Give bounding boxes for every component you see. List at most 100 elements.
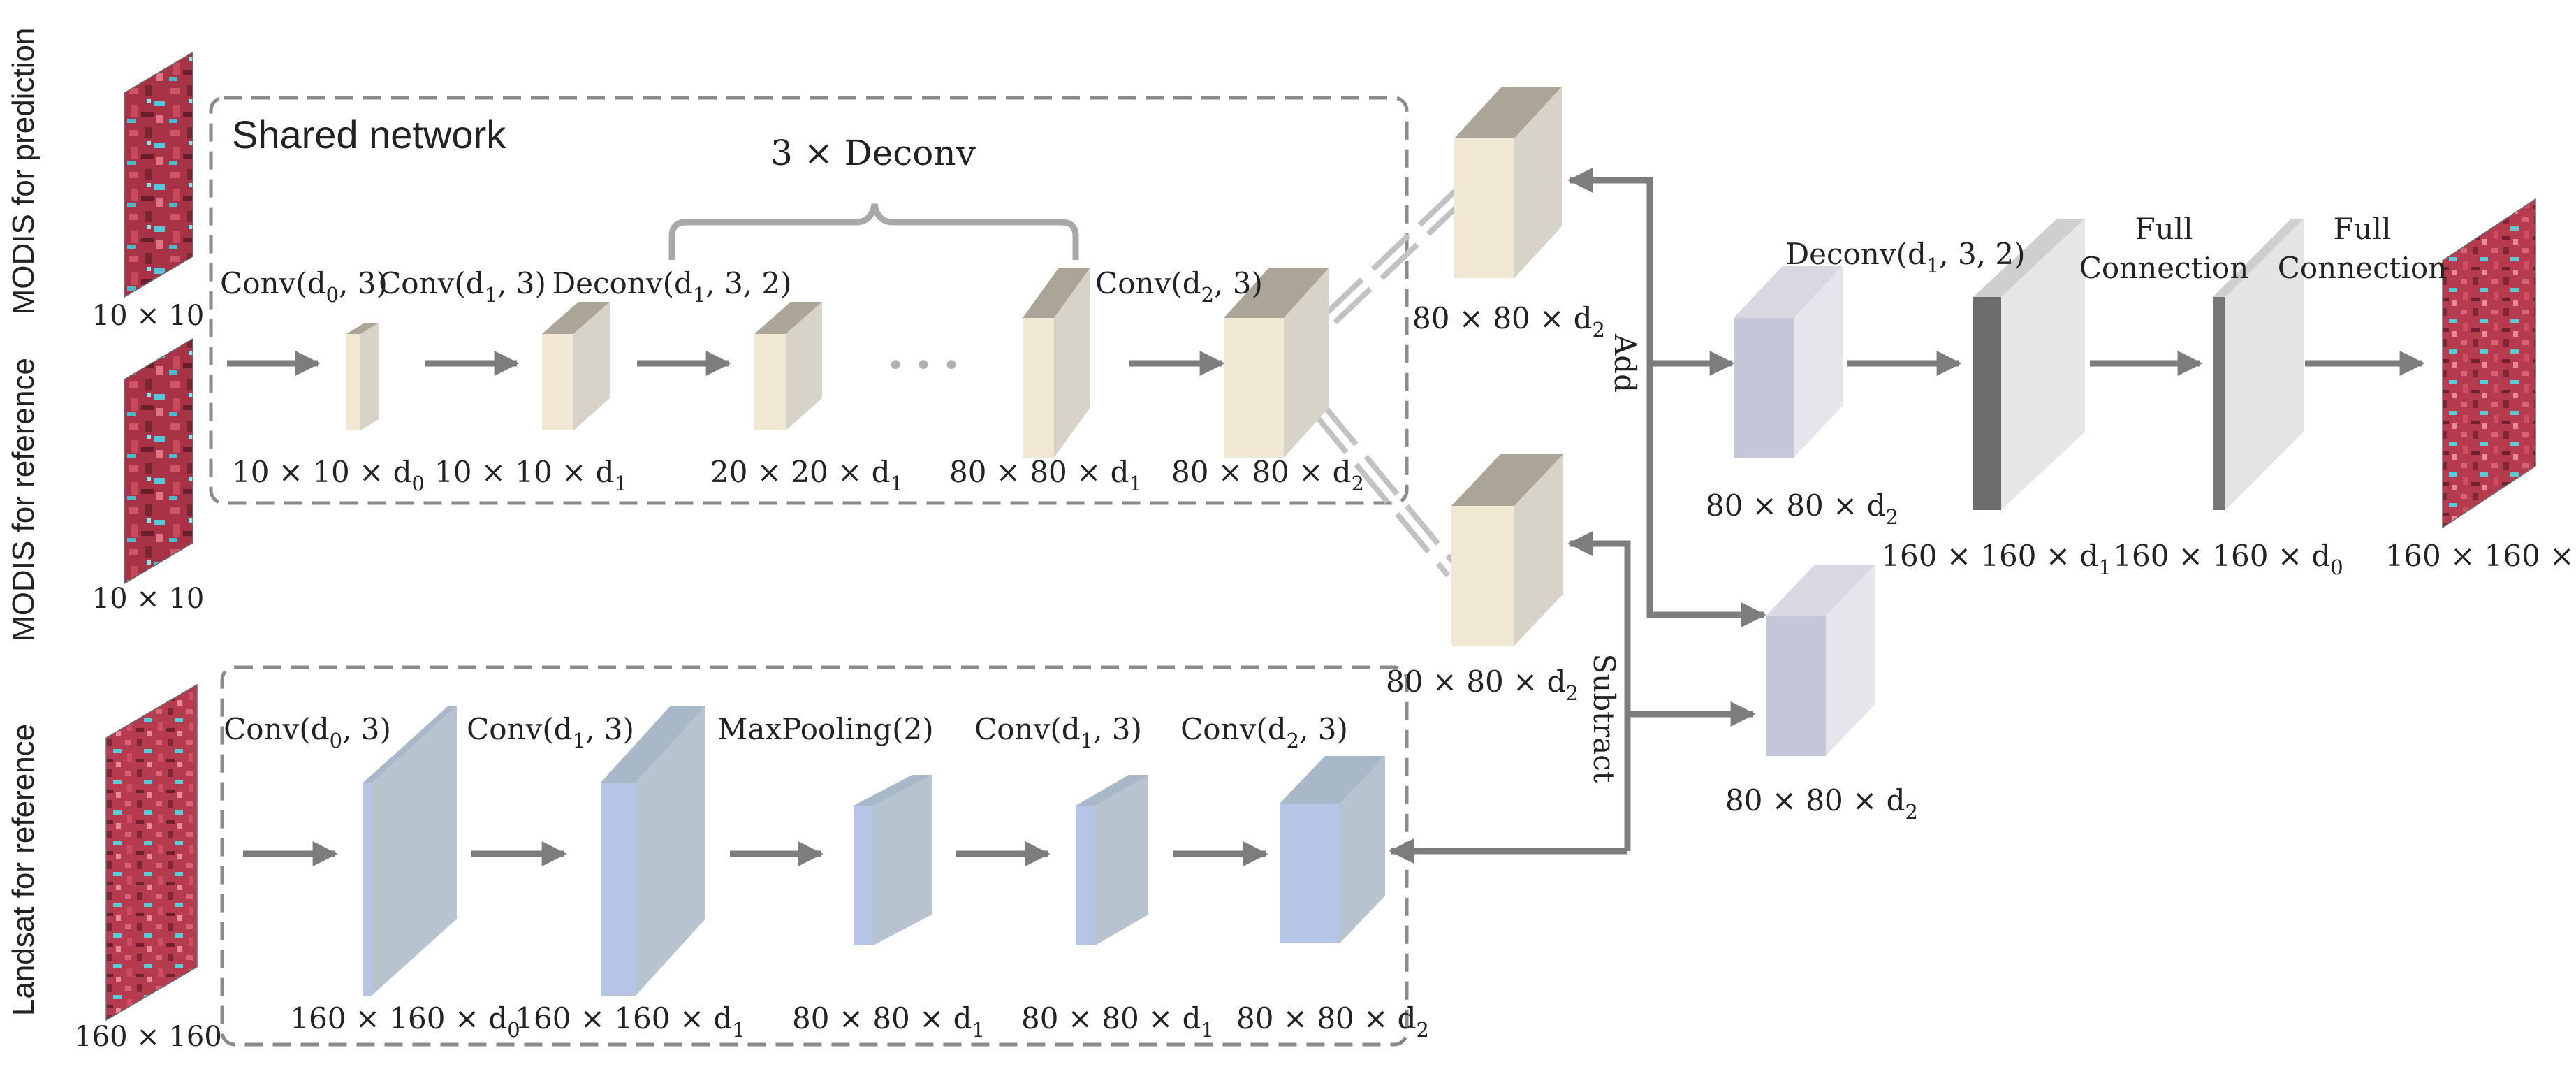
output-image <box>2442 198 2536 529</box>
head-dim-2: 160 × 160 × d0 <box>2113 539 2343 579</box>
subtract-label: Subtract <box>1587 653 1621 783</box>
landsat-dim-3: 80 × 80 × d1 <box>792 1001 985 1042</box>
shared-op-3: Deconv(d1, 3, 2) <box>552 266 791 307</box>
branch-block-lower <box>1451 454 1563 646</box>
landsat-block-5-side <box>1340 756 1385 943</box>
shared-dim-4: 80 × 80 × d1 <box>949 455 1142 495</box>
landsat-block-3-top <box>854 775 932 806</box>
shared-op-3-main: Deconv(d <box>552 266 692 300</box>
shared-dim-5: 80 × 80 × d2 <box>1171 455 1364 495</box>
landsat-reference-image-pixels <box>105 683 198 1022</box>
shared-block-1 <box>346 323 379 430</box>
head-dim-1-sub: 1 <box>2098 555 2111 579</box>
branch-link-lower-2 <box>1312 413 1451 578</box>
modis-prediction-size: 10 × 10 <box>92 300 205 332</box>
shared-block-3-front <box>754 334 786 430</box>
shared-op-2-sub: 1 <box>485 283 497 307</box>
ellipsis: • • • <box>886 348 960 384</box>
output-image-pixels <box>2442 198 2536 529</box>
shared-op-2-tail: , 3) <box>497 266 546 300</box>
head-dim-3-main: 160 × 160 × 1 <box>2385 539 2576 573</box>
landsat-dim-3-main: 80 × 80 × d <box>792 1001 972 1035</box>
merge-dim-1: 80 × 80 × d2 <box>1706 488 1898 529</box>
shared-block-5-side <box>1284 268 1329 458</box>
shared-dim-4-sub: 1 <box>1129 472 1142 495</box>
head-op-2-line1: Full <box>2135 212 2193 246</box>
landsat-dim-2-main: 160 × 160 × d <box>515 1001 732 1035</box>
landsat-block-2-front <box>601 783 636 996</box>
merge-dim-2: 80 × 80 × d2 <box>1725 783 1918 824</box>
head-block-deconv-side <box>2001 219 2085 510</box>
shared-block-3-top <box>754 302 822 334</box>
shared-block-3-side <box>786 302 822 430</box>
head-op-3-line1: Full <box>2333 212 2391 246</box>
landsat-block-1-front <box>363 783 372 996</box>
merge-block-add <box>1734 266 1843 458</box>
head-op-3-line2: Connection <box>2278 251 2447 285</box>
head-dim-2-main: 160 × 160 × d <box>2113 539 2330 573</box>
shared-op-3-tail: , 3, 2) <box>705 266 791 300</box>
landsat-dim-3-sub: 1 <box>972 1018 985 1042</box>
landsat-dim-1: 160 × 160 × d0 <box>290 1001 520 1042</box>
branch-block-lower-front <box>1451 506 1514 646</box>
branch-dim-1: 80 × 80 × d2 <box>1412 301 1605 342</box>
merge-dim-1-sub: 2 <box>1886 505 1898 529</box>
landsat-block-5-top <box>1280 756 1385 804</box>
branch-block-upper-top <box>1454 87 1562 138</box>
landsat-block-1-side <box>363 706 457 996</box>
shared-op-2-main: Conv(d <box>379 266 484 300</box>
head-op-1: Deconv(d1, 3, 2) <box>1785 237 2025 277</box>
shared-op-5-tail: , 3) <box>1214 266 1263 300</box>
shared-block-2-front <box>542 334 573 430</box>
merge-dim-2-main: 80 × 80 × d <box>1725 783 1905 817</box>
shared-block-4-front <box>1023 318 1054 458</box>
landsat-dim-2: 160 × 160 × d1 <box>515 1001 745 1042</box>
shared-op-1-main: Conv(d <box>220 266 325 300</box>
landsat-reference-label: Landsat for reference <box>6 724 41 1016</box>
landsat-reference-image <box>105 683 198 1022</box>
shared-block-2 <box>542 302 610 430</box>
deconv-group-label: 3 × Deconv <box>770 133 976 173</box>
branch-block-upper-front <box>1454 138 1514 278</box>
shared-block-4-side <box>1054 268 1090 458</box>
landsat-reference-size: 160 × 160 <box>74 1021 222 1053</box>
shared-op-3-sub: 1 <box>693 283 705 307</box>
landsat-op-3-main: MaxPooling(2) <box>717 712 933 746</box>
head-op-1-sub: 1 <box>1926 254 1939 277</box>
shared-op-1-sub: 0 <box>326 283 339 307</box>
branch-block-upper-side <box>1514 87 1562 278</box>
landsat-op-2-sub: 1 <box>573 729 585 753</box>
head-dim-1-main: 160 × 160 × d <box>1881 539 2098 573</box>
shared-dim-5-sub: 2 <box>1352 472 1364 495</box>
branch-link-upper-1 <box>1324 183 1463 316</box>
shared-block-4-top <box>1023 268 1090 318</box>
head-dim-1: 160 × 160 × d1 <box>1881 539 2111 579</box>
shared-dim-3-main: 20 × 20 × d <box>710 455 891 489</box>
subtract-path-up <box>1567 531 1631 851</box>
shared-network-box <box>209 96 1409 505</box>
landsat-op-1-sub: 0 <box>330 729 342 753</box>
shared-block-5 <box>1224 268 1329 458</box>
landsat-dim-5-main: 80 × 80 × d <box>1236 1001 1417 1035</box>
merge-block-subtract <box>1766 565 1875 756</box>
landsat-op-1-tail: , 3) <box>342 712 391 746</box>
head-block-fc-side <box>2225 219 2304 510</box>
modis-prediction-label: MODIS for prediction <box>6 28 41 315</box>
shared-dim-1-sub: 0 <box>412 472 425 495</box>
connectors: • • • <box>227 168 2425 866</box>
head-op-2-line2: Connection <box>2079 251 2249 285</box>
landsat-op-4: Conv(d1, 3) <box>974 712 1142 753</box>
shared-block-1-front <box>346 334 360 430</box>
branch-dim-1-main: 80 × 80 × d <box>1412 301 1593 335</box>
head-dim-2-sub: 0 <box>2330 555 2343 579</box>
landsat-dim-1-sub: 0 <box>507 1018 520 1042</box>
landsat-block-5 <box>1280 756 1385 943</box>
merge-block-add-top <box>1734 266 1843 318</box>
head-block-deconv-front <box>1973 297 2001 510</box>
landsat-op-5-main: Conv(d <box>1180 712 1286 746</box>
shared-network-title: Shared network <box>232 112 506 157</box>
head-block-deconv-top <box>1973 219 2085 297</box>
